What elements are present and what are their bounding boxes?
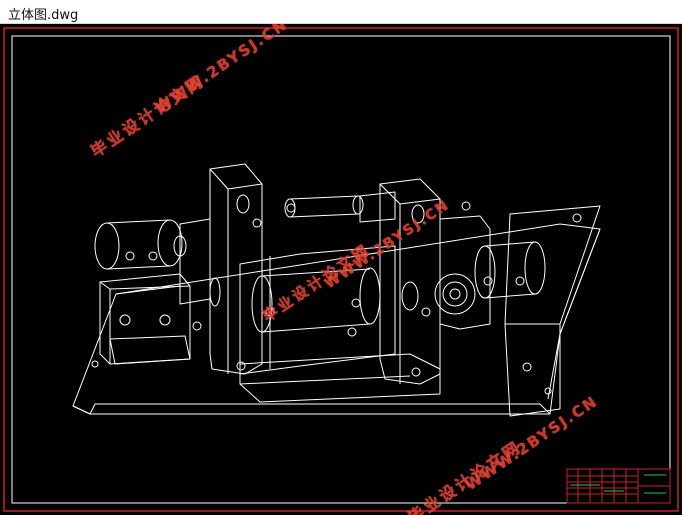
window-titlebar: 立体图.dwg [0, 0, 682, 24]
window-title: 立体图.dwg [8, 8, 79, 23]
isometric-assembly [72, 163, 601, 417]
cad-canvas[interactable]: WWW.2BYSJ.CN 毕业设计论文网 WWW.2BYSJ.CN 毕业设计论文… [0, 24, 682, 515]
inner-frame [11, 35, 671, 504]
title-block [566, 468, 671, 504]
cad-drawing [3, 27, 679, 512]
outer-frame [3, 27, 679, 512]
